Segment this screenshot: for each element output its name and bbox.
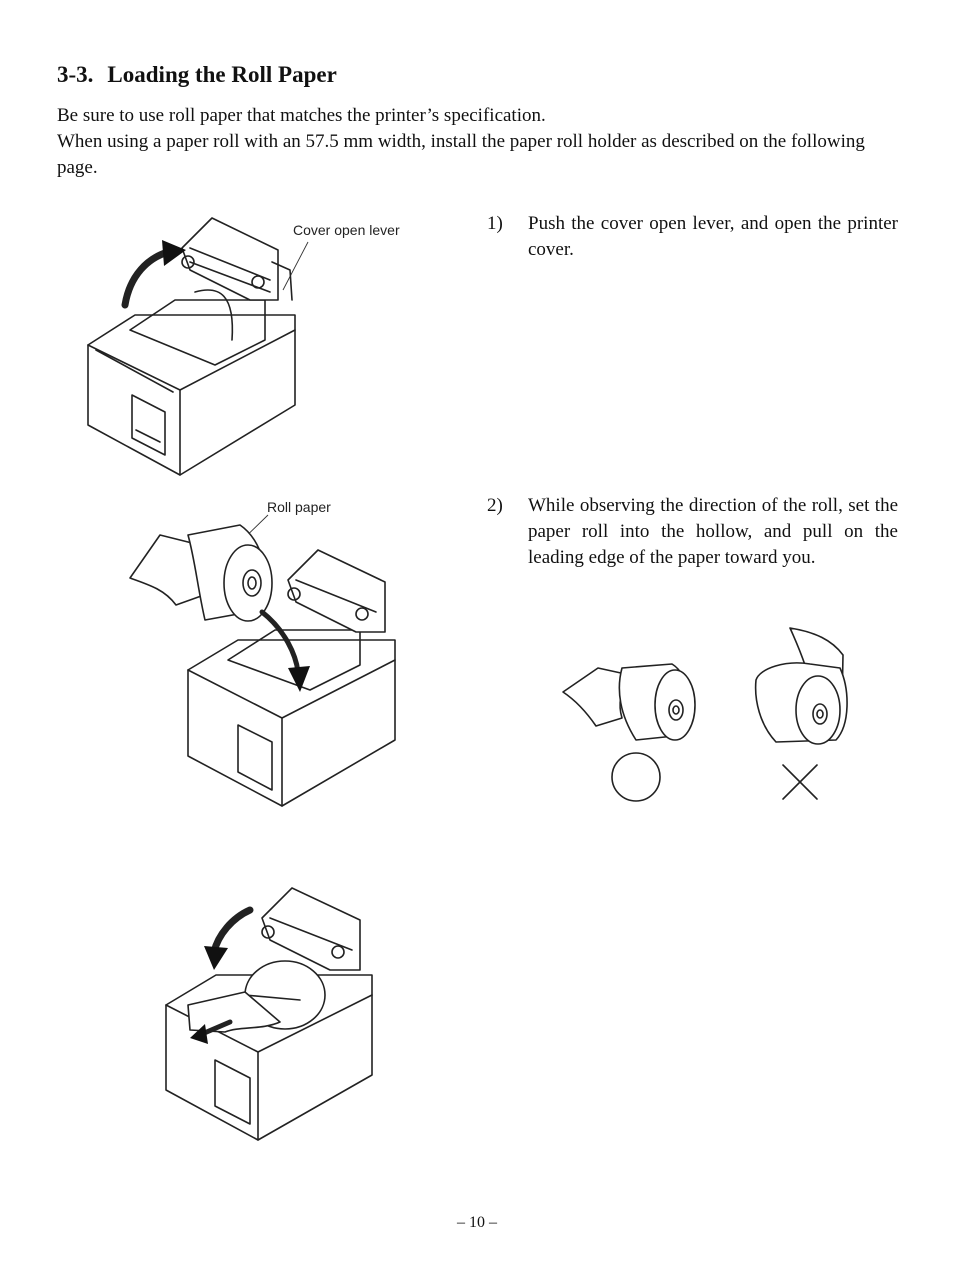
step-2: 2) While observing the direction of the … [487,493,898,571]
page-number: – 10 – [457,1214,497,1231]
incorrect-roll-orientation [754,627,848,745]
cover-open-lever-label: Cover open lever [293,222,400,238]
step-2-text: While observing the direction of the rol… [528,495,898,568]
incorrect-cross-mark [782,764,818,800]
section-title: Loading the Roll Paper [107,62,337,87]
step-1: 1) Push the cover open lever, and open t… [487,211,898,263]
roll-paper-label: Roll paper [267,499,331,515]
correct-circle-mark [611,752,661,802]
section-heading: 3-3. Loading the Roll Paper [57,62,337,88]
step-2-number: 2) [487,495,503,516]
intro-text: Be sure to use roll paper that matches t… [57,103,899,181]
step-1-number: 1) [487,213,503,234]
correct-roll-orientation [562,663,696,741]
section-number: 3-3. [57,62,94,87]
step-1-text: Push the cover open lever, and open the … [528,213,898,260]
intro-line-2: When using a paper roll with an 57.5 mm … [57,131,865,178]
intro-line-1: Be sure to use roll paper that matches t… [57,105,546,126]
